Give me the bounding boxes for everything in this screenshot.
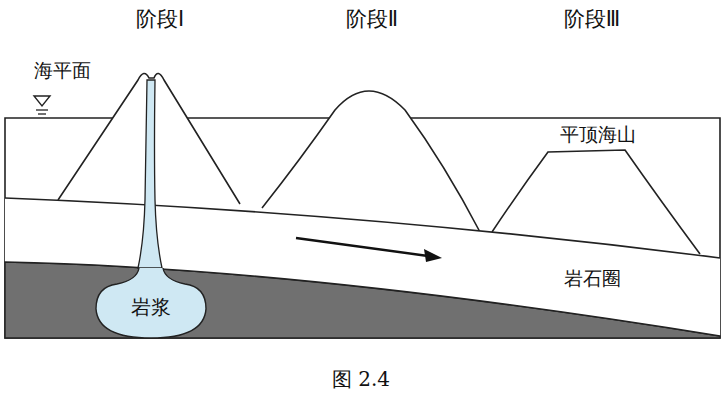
magma-chamber: 岩浆 xyxy=(92,258,210,340)
sea-level-label: 海平面 xyxy=(34,60,91,81)
guyot-label: 平顶海山 xyxy=(560,124,636,145)
lithosphere-top xyxy=(5,198,720,258)
stage-label: 阶段Ⅲ xyxy=(564,8,620,31)
sea-level-symbol xyxy=(34,96,50,106)
motion-arrow xyxy=(296,238,428,256)
magma-conduit xyxy=(138,80,162,268)
sea-level-symbol xyxy=(36,109,48,110)
magma-outline xyxy=(96,268,206,338)
figure-caption: 图 2.4 xyxy=(332,368,390,390)
seamount xyxy=(262,91,480,232)
node-text: 岩浆 xyxy=(131,296,171,318)
stage-label: 阶段Ⅱ xyxy=(346,8,398,31)
motion-arrow xyxy=(424,249,442,262)
sea-level-symbol xyxy=(38,113,46,114)
lithosphere-label: 岩石圈 xyxy=(564,268,621,289)
stage-label: 阶段Ⅰ xyxy=(136,8,184,31)
